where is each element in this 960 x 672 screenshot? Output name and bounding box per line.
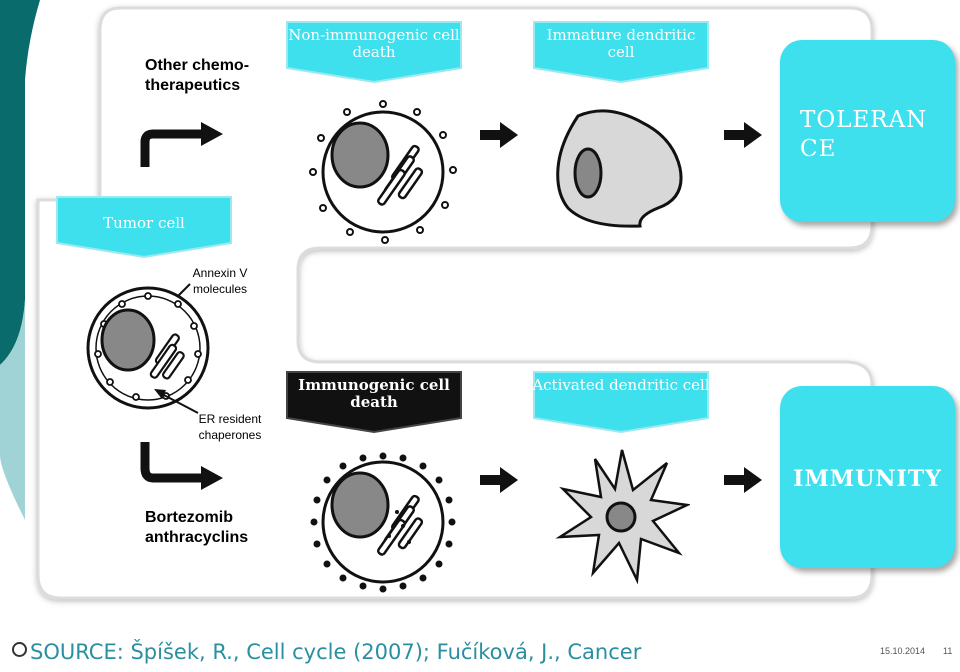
arrow-right-2 [724, 122, 762, 148]
bortezomib-label: Bortezomib anthracyclins [145, 509, 249, 546]
source-citation: SOURCE: Špíšek, R., Cell cycle (2007); F… [12, 640, 641, 664]
activated-dc-banner: Activated dendritic cell [532, 370, 710, 434]
tolerance-label: TOLERANCE [800, 107, 928, 162]
slide-date: 15.10.2014 [880, 646, 926, 656]
tumor-cell-label: Tumor cell [103, 214, 185, 232]
immunogenic-banner: Immunogenic cell death [285, 370, 463, 434]
slide-number: 11 [943, 646, 953, 656]
immunogenic-cell-icon [310, 452, 456, 593]
non-immunogenic-banner: Non-immunogenic cell death [285, 20, 463, 84]
activated-dc-label: Activated dendritic cell [532, 376, 710, 394]
non-immunogenic-label: Non-immunogenic cell death [288, 26, 460, 62]
immunogenic-label: Immunogenic cell death [298, 376, 450, 412]
tumor-cell-banner: Tumor cell [55, 195, 233, 259]
immature-dendritic-cell-icon [556, 109, 683, 228]
non-immunogenic-cell-icon [309, 100, 457, 244]
arrow-right-1 [480, 122, 518, 148]
curved-arrow-up [140, 122, 223, 167]
bullet-icon [12, 642, 27, 657]
tumor-cell-icon [86, 286, 210, 410]
chaperone-pointer [154, 389, 199, 414]
activated-dendritic-cell-icon [555, 449, 690, 585]
decorative-edge [0, 0, 40, 520]
immature-dc-label: Immature dendritic cell [546, 26, 696, 62]
chaperones-label: ER resident chaperones [198, 412, 262, 442]
arrow-right-4 [724, 467, 762, 493]
immunity-box: IMMUNITY [780, 386, 955, 568]
tolerance-box: TOLERANCE [780, 40, 955, 222]
immunity-label: IMMUNITY [793, 466, 942, 492]
arrow-right-3 [480, 467, 518, 493]
annexin-label: Annexin V molecules [192, 266, 248, 296]
immature-dc-banner: Immature dendritic cell [532, 20, 710, 84]
source-text: SOURCE: Špíšek, R., Cell cycle (2007); F… [30, 640, 642, 664]
other-chemotherapeutics-label: Other chemo-therapeutics [145, 57, 250, 94]
curved-arrow-down [140, 442, 223, 490]
